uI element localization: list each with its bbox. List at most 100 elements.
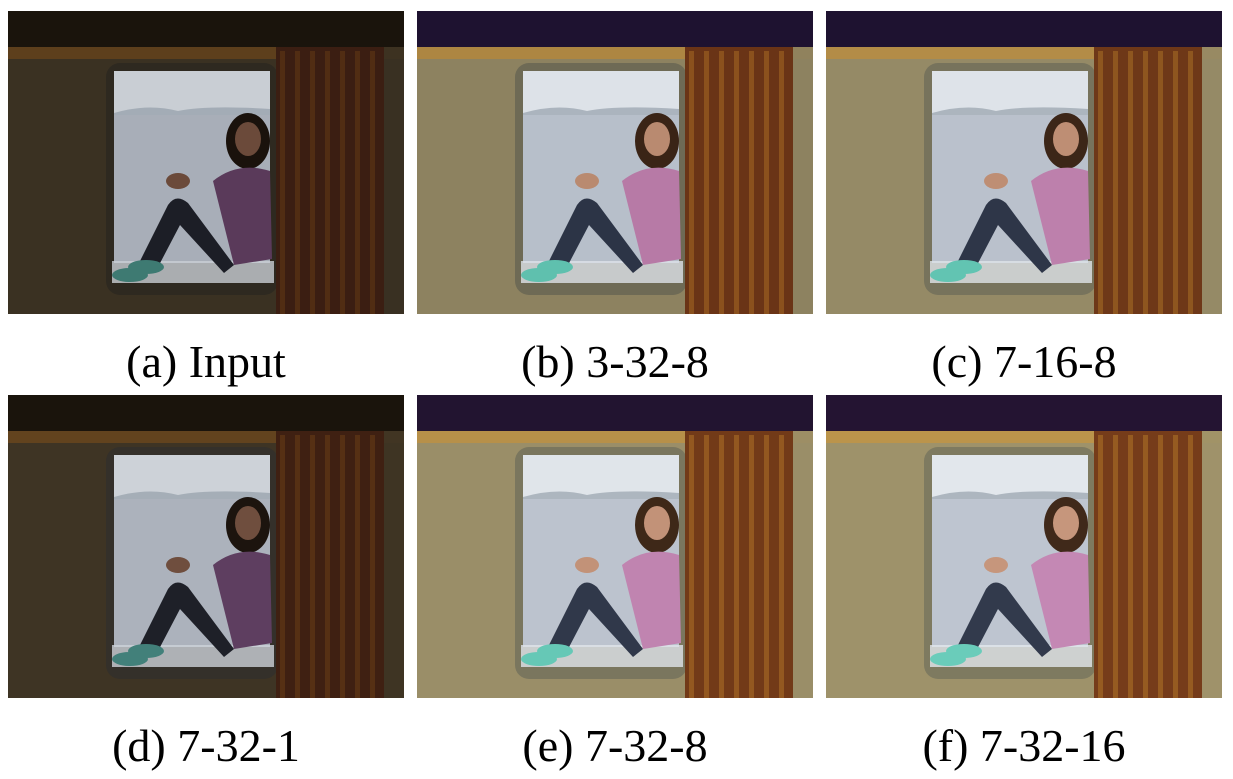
caption-c: (c) 7-16-8	[931, 336, 1117, 387]
photo-7-32-16	[826, 395, 1222, 698]
wall-right	[793, 47, 813, 314]
shoe	[112, 268, 148, 282]
curtain-fold	[310, 51, 315, 314]
hands	[575, 173, 599, 189]
shoe	[930, 652, 966, 666]
ceiling	[417, 11, 813, 47]
curtain-fold	[340, 51, 345, 314]
hills	[932, 491, 1088, 501]
curtain-fold	[370, 51, 375, 314]
curtain	[685, 431, 793, 698]
curtain-fold	[370, 435, 375, 698]
hands	[166, 173, 190, 189]
hands	[166, 557, 190, 573]
caption-a: (a) Input	[126, 336, 286, 387]
face	[644, 506, 670, 540]
photo-7-32-1	[8, 395, 404, 698]
curtain-fold	[734, 435, 739, 698]
curtain	[1094, 431, 1202, 698]
curtain-fold	[295, 51, 300, 314]
curtain-fold	[704, 435, 709, 698]
photo-7-16-8	[826, 11, 1222, 314]
ceiling	[417, 395, 813, 431]
curtain-fold	[1143, 435, 1148, 698]
photo-3-32-8	[417, 11, 813, 314]
jeans	[140, 198, 234, 273]
curtain-fold	[779, 51, 784, 314]
shirt	[622, 551, 681, 649]
curtain-fold	[1188, 51, 1193, 314]
jeans	[549, 198, 643, 273]
face	[644, 122, 670, 156]
curtain-fold	[734, 51, 739, 314]
curtain-fold	[325, 435, 330, 698]
curtain-fold	[310, 435, 315, 698]
hands	[575, 557, 599, 573]
photo-input	[8, 11, 404, 314]
curtain-fold	[325, 51, 330, 314]
shirt	[213, 551, 272, 649]
curtain-fold	[704, 51, 709, 314]
curtain	[1094, 47, 1202, 314]
hands	[984, 173, 1008, 189]
curtain-fold	[764, 51, 769, 314]
ceiling	[826, 11, 1222, 47]
caption-d: (d) 7-32-1	[112, 720, 300, 771]
jeans	[958, 582, 1052, 657]
curtain-fold	[355, 435, 360, 698]
shoe	[112, 652, 148, 666]
curtain-fold	[1188, 435, 1193, 698]
curtain-fold	[1173, 435, 1178, 698]
curtain-fold	[280, 435, 285, 698]
hills	[523, 491, 679, 501]
curtain-fold	[749, 435, 754, 698]
face	[1053, 506, 1079, 540]
curtain	[685, 47, 793, 314]
hands	[984, 557, 1008, 573]
caption-e: (e) 7-32-8	[522, 720, 708, 771]
face	[1053, 122, 1079, 156]
wall-right	[384, 47, 404, 314]
ceiling	[826, 395, 1222, 431]
shirt	[622, 167, 681, 265]
ceiling	[8, 395, 404, 431]
curtain-fold	[719, 435, 724, 698]
hills	[114, 491, 270, 501]
wall-right	[1202, 47, 1222, 314]
shoe	[930, 268, 966, 282]
curtain-fold	[1128, 435, 1133, 698]
curtain-fold	[1158, 435, 1163, 698]
curtain-fold	[355, 51, 360, 314]
curtain-fold	[1173, 51, 1178, 314]
curtain-fold	[749, 51, 754, 314]
hills	[114, 107, 270, 117]
hills	[932, 107, 1088, 117]
curtain-fold	[689, 435, 694, 698]
curtain-fold	[779, 435, 784, 698]
curtain-fold	[1098, 51, 1103, 314]
curtain-fold	[1158, 51, 1163, 314]
curtain-fold	[280, 51, 285, 314]
jeans	[140, 582, 234, 657]
shoe	[521, 652, 557, 666]
shirt	[1031, 551, 1090, 649]
hills	[523, 107, 679, 117]
curtain	[276, 47, 384, 314]
curtain-fold	[295, 435, 300, 698]
shirt	[1031, 167, 1090, 265]
curtain-fold	[719, 51, 724, 314]
wall-right	[1202, 431, 1222, 698]
face	[235, 506, 261, 540]
curtain-fold	[1113, 435, 1118, 698]
ceiling	[8, 11, 404, 47]
shoe	[521, 268, 557, 282]
curtain	[276, 431, 384, 698]
wall-right	[793, 431, 813, 698]
caption-b: (b) 3-32-8	[521, 336, 709, 387]
caption-f: (f) 7-32-16	[922, 720, 1126, 771]
jeans	[549, 582, 643, 657]
wall-right	[384, 431, 404, 698]
jeans	[958, 198, 1052, 273]
curtain-fold	[1128, 51, 1133, 314]
